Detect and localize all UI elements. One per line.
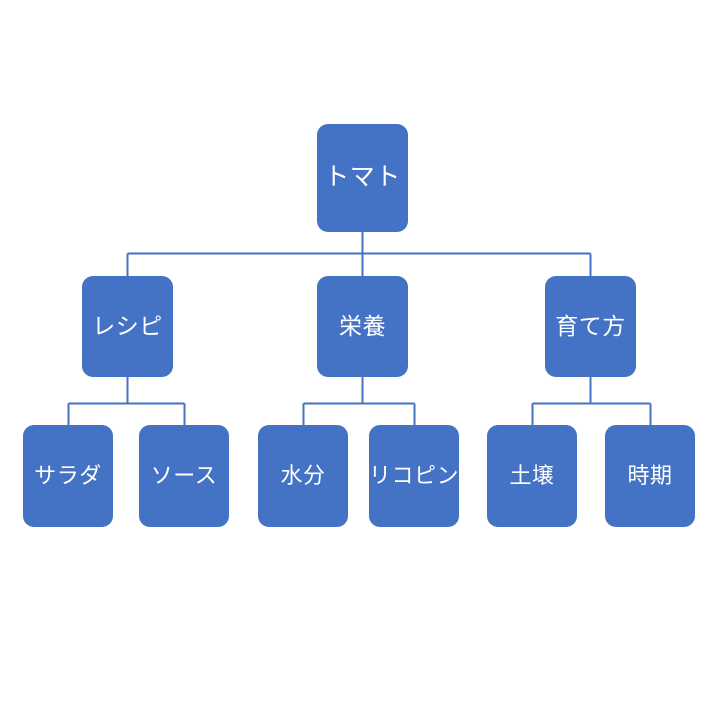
node-label: 土壌 <box>509 462 555 488</box>
node-sauce[interactable]: ソース <box>139 425 229 527</box>
node-growing[interactable]: 育て方 <box>545 276 636 377</box>
node-nutrition[interactable]: 栄養 <box>317 276 408 377</box>
node-lycopene[interactable]: リコピン <box>369 425 459 527</box>
node-label: レシピ <box>92 312 163 339</box>
node-label: サラダ <box>34 462 102 488</box>
node-soil[interactable]: 土壌 <box>487 425 577 527</box>
node-recipe[interactable]: レシピ <box>82 276 173 377</box>
node-label: リコピン <box>369 462 460 488</box>
node-label: 時期 <box>627 462 673 488</box>
node-season[interactable]: 時期 <box>605 425 695 527</box>
node-label: 栄養 <box>339 312 386 339</box>
node-label: ソース <box>150 462 218 488</box>
node-salad[interactable]: サラダ <box>23 425 113 527</box>
node-label: 水分 <box>280 462 326 488</box>
node-water[interactable]: 水分 <box>258 425 348 527</box>
node-label: 育て方 <box>555 312 626 339</box>
node-label: トマト <box>324 163 401 192</box>
node-root-tomato[interactable]: トマト <box>317 124 408 232</box>
